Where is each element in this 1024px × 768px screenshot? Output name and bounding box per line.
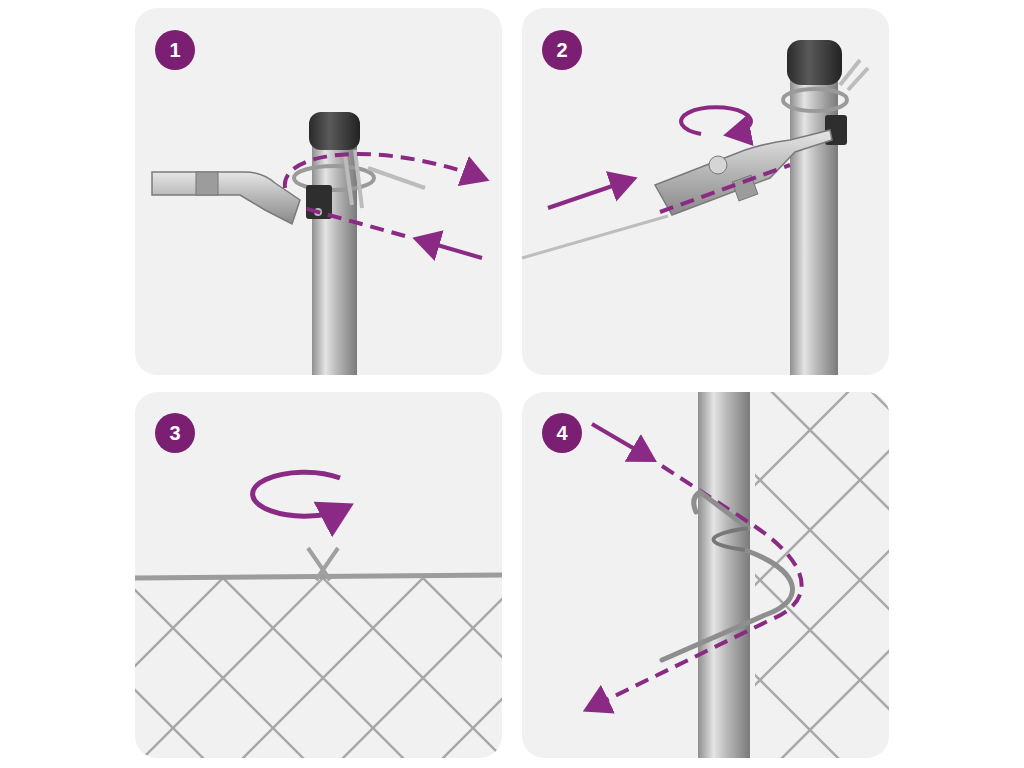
step-panel: [135, 8, 502, 375]
motion-arrow: [548, 180, 630, 208]
step-panel: [135, 392, 502, 758]
tension-wire: [522, 216, 668, 258]
motion-arrow: [300, 207, 405, 236]
chain-link-mesh: [135, 578, 502, 758]
step-1-illustration: [152, 112, 482, 375]
rotate-arrow: [681, 107, 751, 134]
step-panel: [522, 8, 889, 375]
wire-ring: [294, 166, 374, 190]
motion-arrow: [592, 424, 650, 458]
wire-tensioner: [655, 130, 832, 215]
fence-post: [698, 392, 750, 758]
step-4-illustration: [590, 392, 889, 758]
motion-arrow: [420, 240, 482, 258]
motion-arrow: [660, 165, 790, 212]
step-panel: [522, 392, 889, 758]
step-number: 3: [169, 423, 180, 443]
post-cap: [787, 40, 842, 85]
wire-twist: [308, 548, 338, 580]
step-3-illustration: [135, 472, 502, 758]
step-number: 2: [556, 40, 567, 60]
callout-number: 3: [155, 413, 195, 453]
chain-link-mesh: [755, 392, 889, 758]
callout-number: 2: [542, 30, 582, 70]
step-2-illustration: [522, 40, 868, 375]
wire-tensioner: [152, 172, 300, 224]
motion-arrow: [590, 466, 802, 708]
step-number: 4: [556, 423, 567, 443]
motion-arrow: [285, 154, 482, 188]
rotate-arrow: [253, 472, 345, 516]
tie-wire: [662, 492, 792, 660]
callout-number: 1: [155, 30, 195, 70]
post-cap: [309, 112, 360, 150]
fence-post: [312, 135, 357, 375]
callout-number: 4: [542, 413, 582, 453]
step-number: 1: [169, 40, 180, 60]
